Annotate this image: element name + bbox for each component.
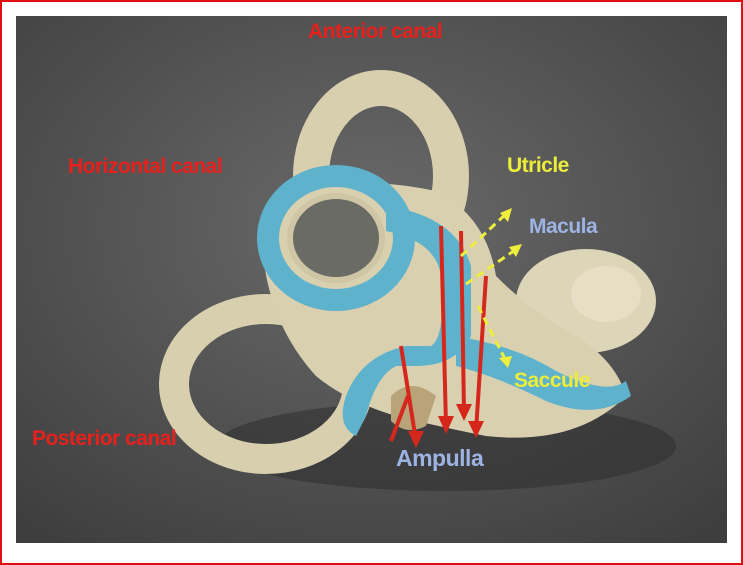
- label-horizontal-canal: Horizontal canal: [68, 155, 222, 179]
- inner-ear-model-illustration: [16, 16, 727, 543]
- label-saccule: Saccule: [514, 369, 590, 393]
- label-posterior-canal: Posterior canal: [32, 427, 176, 451]
- label-anterior-canal: Anterior canal: [308, 20, 442, 44]
- label-macula: Macula: [529, 215, 597, 239]
- label-ampulla: Ampulla: [396, 445, 483, 472]
- inner-ear-model-photo: [16, 16, 727, 543]
- label-utricle: Utricle: [507, 154, 569, 178]
